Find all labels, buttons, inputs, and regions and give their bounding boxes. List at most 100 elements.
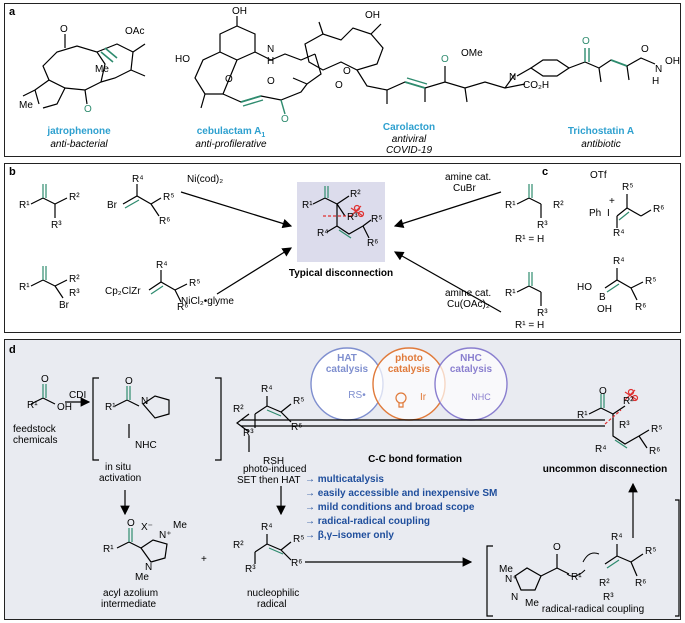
typical-disconnection: Typical disconnection [288, 268, 394, 279]
tricho-H: H [652, 76, 660, 87]
lightbulb-icon [395, 392, 407, 408]
cc-bond-formation: C-C bond formation [368, 454, 462, 465]
d-r5-prod: R⁵ [651, 424, 663, 435]
b-r1-top: R¹ [19, 200, 30, 211]
reagent-nicod: Ni(cod)₂ [187, 174, 224, 185]
c-r5-bor: R⁵ [645, 276, 657, 287]
adv-2: → easily accessible and inexpensive SM [305, 488, 497, 499]
d-r2-prod: R² [623, 396, 634, 407]
d-o-rc: O [553, 542, 561, 553]
b-r5-bottom: R⁵ [189, 278, 201, 289]
panel-d: d [4, 339, 681, 620]
photo-induced-2: SET then HAT [237, 475, 301, 486]
d-me-azol-2: Me [135, 572, 149, 583]
name-carolacton: Carolacton [382, 122, 436, 133]
tricho-N-hydroxamic: N [655, 64, 663, 75]
jatro-Me1: Me [95, 64, 109, 75]
nucleophilic-2: radical [257, 599, 287, 610]
c-r5-iod: R⁵ [622, 182, 634, 193]
center-r2: R² [350, 189, 361, 200]
cebu-HO: HO [175, 54, 190, 65]
carol-OH: OH [365, 10, 380, 21]
activity-cebulactam: anti-profilerative [195, 139, 267, 150]
d-r6-rc: R⁶ [635, 578, 647, 589]
c-cond2-line2: Cu(OAc)₂ [447, 299, 490, 310]
d-r1-imid: R¹ [105, 402, 116, 413]
photo-title-1: photo [395, 353, 423, 364]
feedstock-1: feedstock [13, 424, 56, 435]
d-oh-acid: OH [57, 402, 72, 413]
jatro-O-bottom: O [84, 104, 92, 115]
adv-3: → mild conditions and broad scope [305, 502, 474, 513]
c-r1-bottom: R¹ [505, 288, 516, 299]
panel-b-label: b [9, 166, 16, 178]
adv-5-text: β,γ–isomer only [317, 530, 394, 541]
center-r5: R⁵ [371, 214, 383, 225]
uncommon-disconnection: uncommon disconnection [542, 464, 668, 475]
photo-induced-1: photo-induced [243, 464, 307, 475]
d-r4-rad: R⁴ [261, 522, 273, 533]
d-nplus-rc: N⁺ [505, 574, 518, 585]
name-trichostatin: Trichostatin A [567, 126, 635, 137]
c-otf: OTf [590, 170, 607, 181]
adv-3-arrow: → [305, 502, 315, 513]
c-r6-iod: R⁶ [653, 204, 665, 215]
d-me-rc-1: Me [499, 564, 513, 575]
activity-carolacton-2: COVID-19 [385, 145, 433, 156]
d-plus: + [201, 554, 207, 565]
panel-bc-drawing [30, 184, 652, 313]
radical-radical-coupling: radical-radical coupling [541, 604, 645, 615]
reagent-nicl2: NiCl₂•glyme [181, 296, 234, 307]
acyl-azolium-2: intermediate [101, 599, 157, 610]
b-r2-bottom: R² [69, 274, 80, 285]
c-cond2-line1: amine cat. [445, 288, 492, 299]
d-r6-rad: R⁶ [291, 558, 303, 569]
photo-title-2: catalysis [387, 364, 431, 375]
disconnection-box [297, 182, 385, 262]
cebu-N: N [267, 44, 275, 55]
d-o-azol: O [127, 518, 135, 529]
b-r5-top: R⁵ [163, 192, 175, 203]
d-nplus-azol: N⁺ [159, 530, 172, 541]
hat-title-1: HAT [337, 353, 357, 364]
in-situ-2: activation [99, 473, 142, 484]
c-cond1-line2: CuBr [453, 183, 476, 194]
c-oh: OH [597, 304, 612, 315]
c-ph: Ph [589, 208, 602, 219]
adv-2-text: easily accessible and inexpensive SM [317, 488, 498, 499]
c-r3-top: R³ [537, 220, 548, 231]
carol-O-green: O [441, 54, 449, 65]
d-r2-rc: R² [599, 578, 610, 589]
d-r2-rad: R² [233, 540, 244, 551]
b-r4-top: R⁴ [132, 174, 144, 185]
panel-bc: b c [4, 163, 681, 333]
b-r1-bottom: R¹ [19, 282, 30, 293]
b-r6-bottom: R⁶ [177, 302, 189, 313]
carol-CO2H: CO₂H [523, 80, 550, 91]
center-r1: R¹ [302, 200, 313, 211]
d-r1-azol: R¹ [103, 544, 114, 555]
c-r1h-bottom: R¹ = H [515, 320, 545, 331]
d-r4-prod: R⁴ [595, 444, 607, 455]
panel-a: a [4, 3, 681, 157]
photo-inner: Ir [419, 392, 427, 403]
c-r3-bottom: R³ [537, 308, 548, 319]
d-r1-prod: R¹ [577, 410, 588, 421]
d-r3-rad: R³ [245, 564, 256, 575]
d-r5-alk: R⁵ [293, 396, 305, 407]
adv-3-text: mild conditions and broad scope [317, 502, 475, 513]
d-r6-alk: R⁶ [291, 422, 303, 433]
activity-jatrophenone: anti-bacterial [50, 139, 108, 150]
scissors-icon-d [604, 388, 639, 425]
panel-d-drawing [30, 347, 680, 617]
d-r3-prod: R³ [619, 420, 630, 431]
nhc-inner: NHC [471, 392, 491, 402]
b-br-alpha: Br [59, 300, 69, 311]
name-jatrophenone: jatrophenone [47, 126, 111, 137]
c-r4-bor: R⁴ [613, 256, 625, 267]
c-iodine: I [607, 208, 610, 219]
tricho-O-ketone: O [582, 36, 590, 47]
jatro-O-top: O [60, 24, 68, 35]
c-r2-top: R² [553, 200, 564, 211]
nhc-title-2: catalysis [449, 364, 493, 375]
